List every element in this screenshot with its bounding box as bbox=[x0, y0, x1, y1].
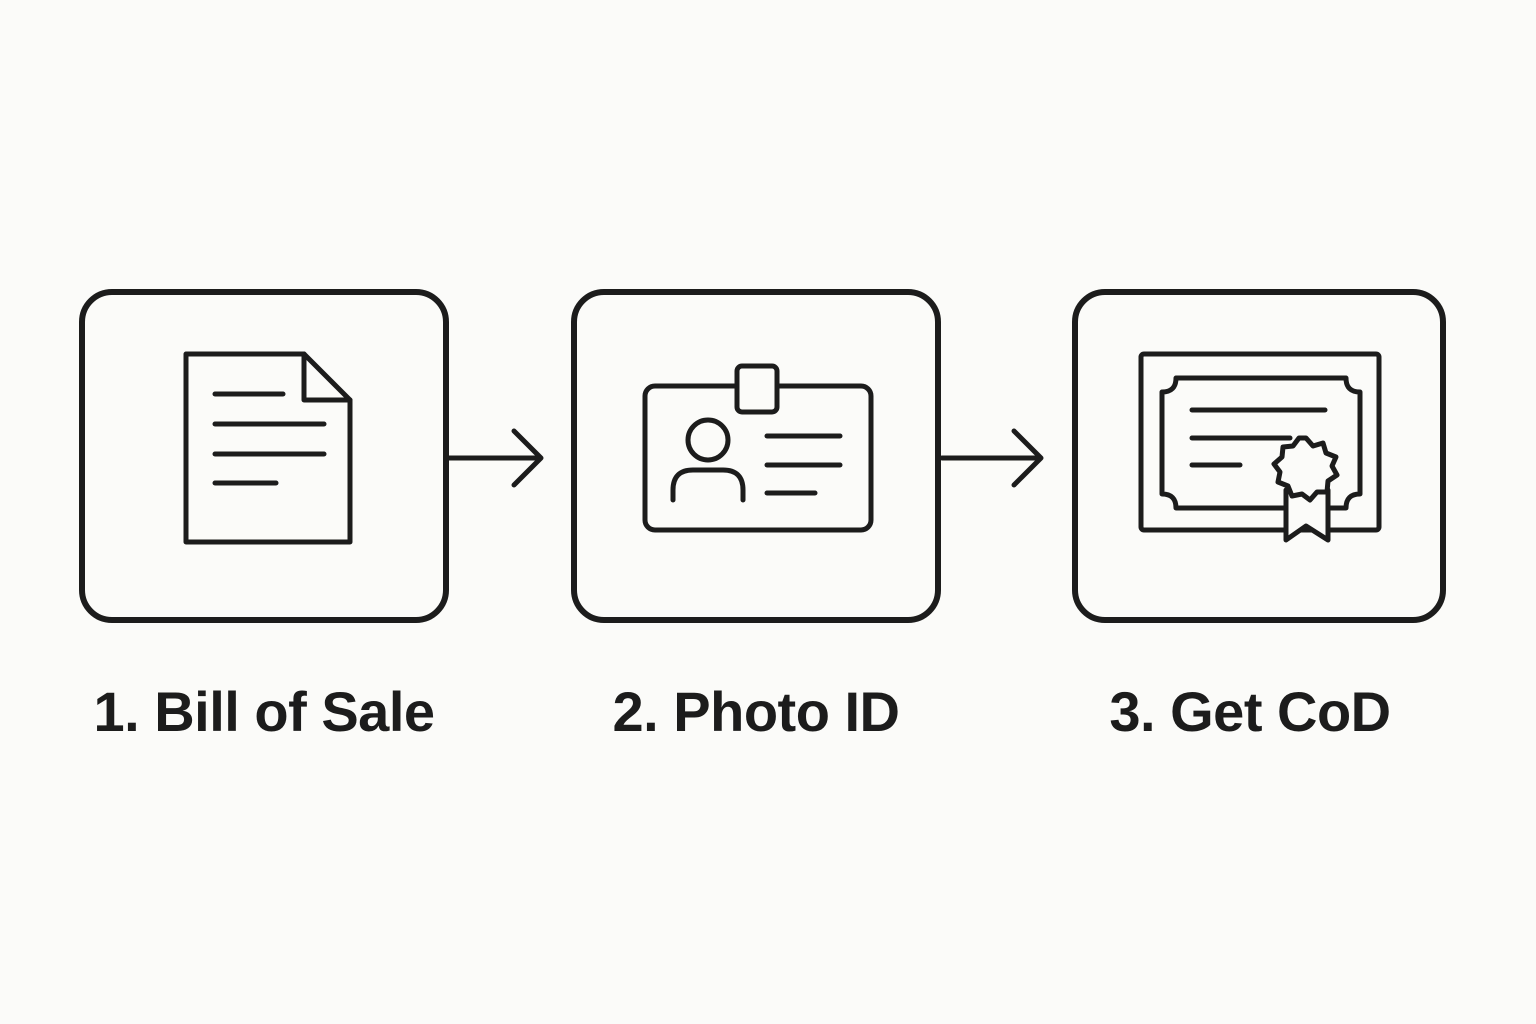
document-icon bbox=[183, 351, 353, 545]
step-2-box bbox=[571, 289, 941, 623]
arrow-right-icon bbox=[445, 428, 544, 488]
certificate-icon bbox=[1138, 351, 1382, 543]
arrow-right-icon bbox=[939, 428, 1044, 488]
id-badge-icon bbox=[642, 363, 874, 533]
step-1-label: 1. Bill of Sale bbox=[93, 680, 435, 743]
step-2-label: 2. Photo ID bbox=[612, 680, 900, 743]
step-3-label: 3. Get CoD bbox=[1109, 680, 1391, 743]
step-1-box bbox=[79, 289, 449, 623]
step-3-box bbox=[1072, 289, 1446, 623]
